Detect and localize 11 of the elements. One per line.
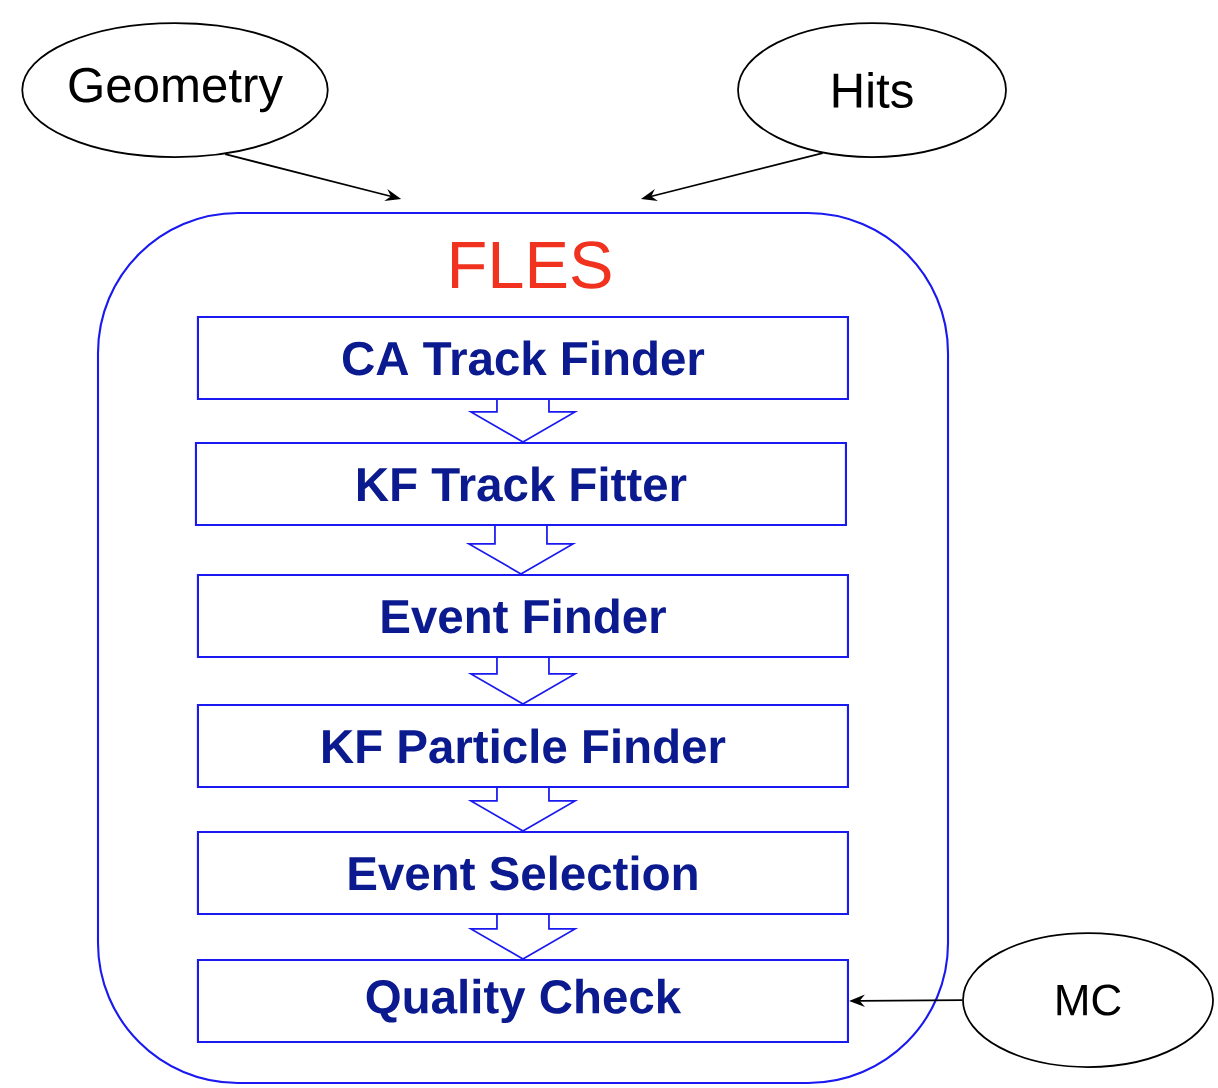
block-arrow xyxy=(465,525,577,575)
block-arrow xyxy=(467,914,579,960)
block-arrow xyxy=(467,787,579,832)
process-box: Event Finder xyxy=(196,573,849,658)
process-box: CA Track Finder xyxy=(196,315,849,400)
process-box: Event Selection xyxy=(196,830,849,915)
block-arrow xyxy=(467,657,579,705)
process-box: KF Particle Finder xyxy=(196,703,849,788)
block-arrow xyxy=(467,399,579,443)
process-box: Quality Check xyxy=(196,958,849,1043)
process-box: KF Track Fitter xyxy=(194,441,847,526)
